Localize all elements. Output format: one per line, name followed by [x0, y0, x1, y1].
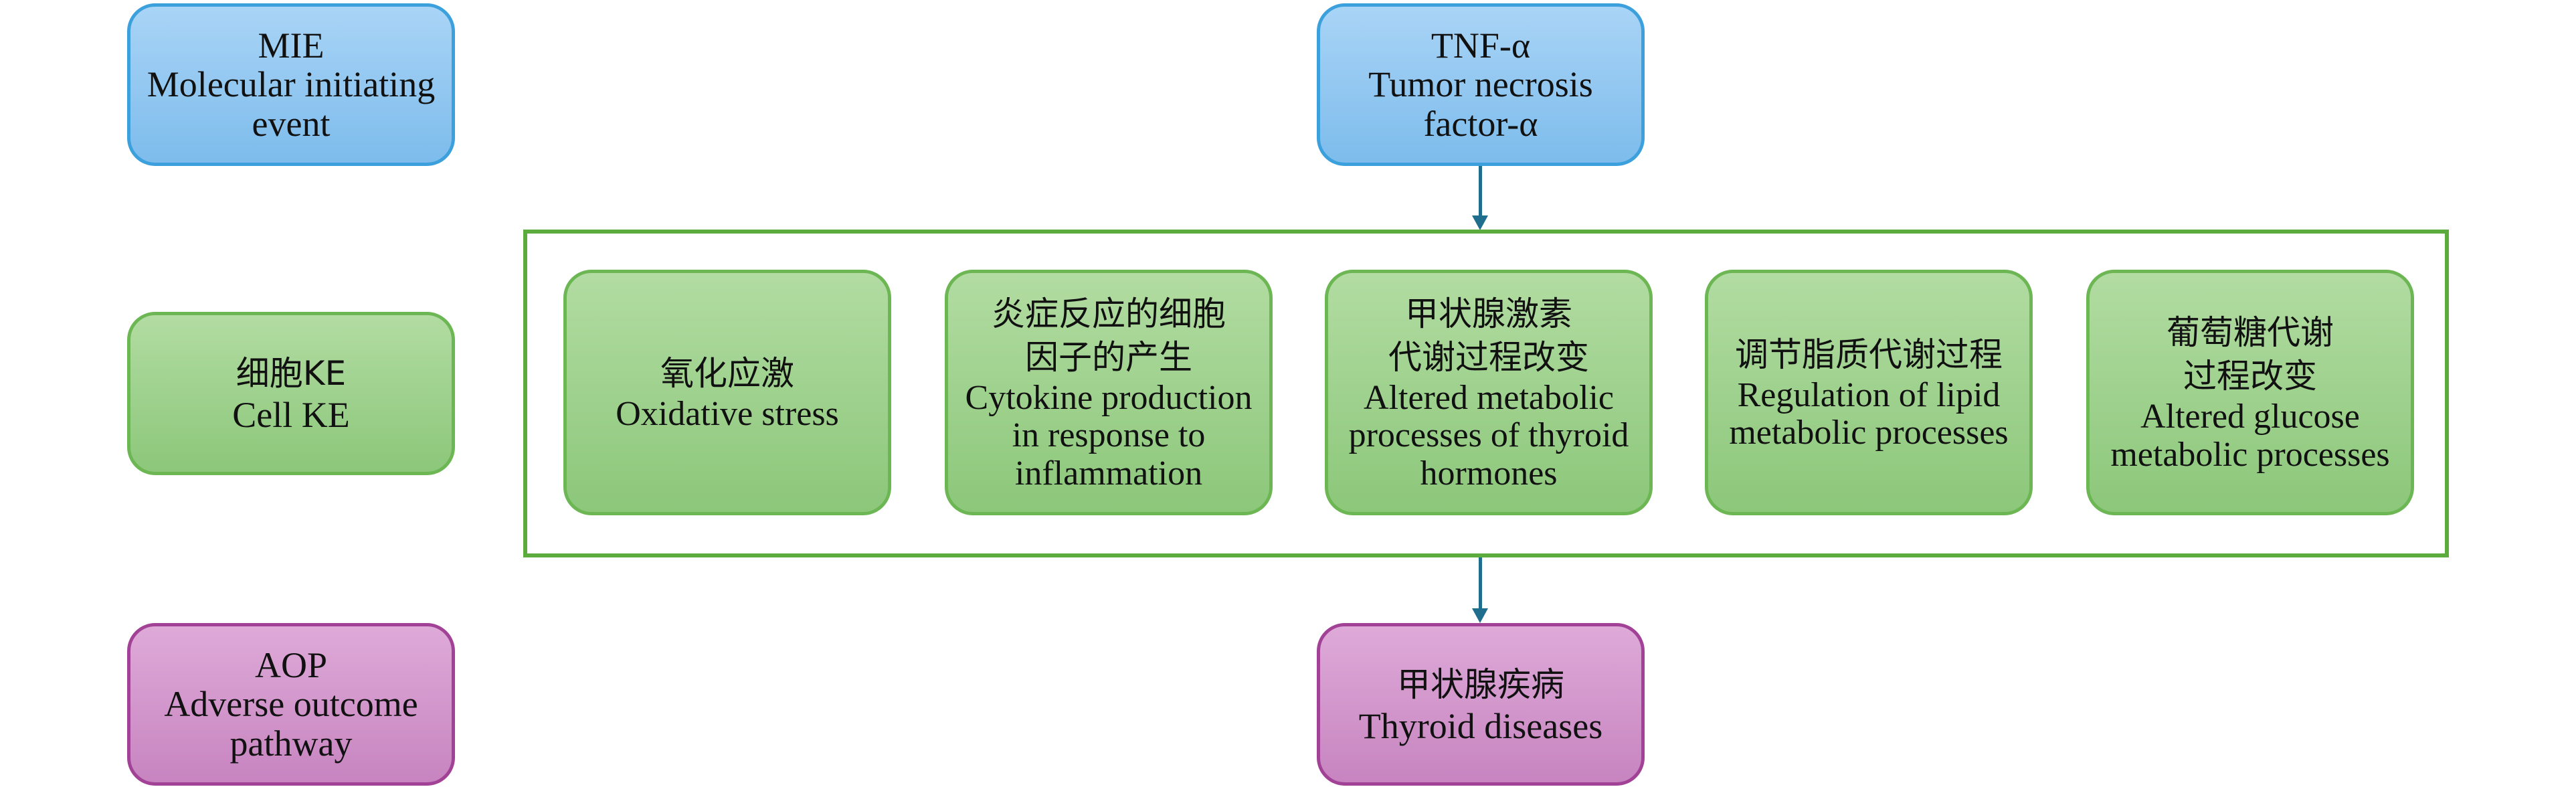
- mie-label-line2: Molecular initiating: [147, 64, 436, 105]
- key-event-thyroid-hormone-metabolism: 甲状腺激素 代谢过程改变 Altered metabolic processes…: [1325, 270, 1653, 515]
- key-events-frame: [523, 230, 2449, 557]
- key-event-cytokine-production: 炎症反应的细胞 因子的产生 Cytokine production in res…: [945, 270, 1273, 515]
- ke1-zh-1: 氧化应激: [660, 353, 794, 393]
- ke5-zh-2: 过程改变: [2183, 357, 2317, 396]
- mie-label-box: MIE Molecular initiating event: [127, 3, 455, 166]
- ke4-en-1: Regulation of lipid: [1737, 375, 2001, 414]
- arrow-mie-to-ke-shaft: [1479, 166, 1482, 217]
- tnf-alpha-node: TNF-α Tumor necrosis factor-α: [1317, 3, 1645, 166]
- tnf-alpha-line2: Tumor necrosis: [1368, 64, 1593, 105]
- ke5-en-1: Altered glucose: [2140, 398, 2360, 436]
- key-event-oxidative-stress: 氧化应激 Oxidative stress: [563, 270, 891, 515]
- ke3-zh-1: 甲状腺激素: [1405, 294, 1572, 334]
- ke3-zh-2: 代谢过程改变: [1388, 338, 1589, 377]
- ke1-en-1: Oxidative stress: [616, 394, 839, 433]
- aop-label-box: AOP Adverse outcome pathway: [127, 623, 455, 786]
- aop-label-line3: pathway: [229, 723, 353, 764]
- aop-label-line2: Adverse outcome: [164, 684, 418, 725]
- ke3-en-3: hormones: [1420, 454, 1558, 493]
- aop-label-abbrev: AOP: [254, 645, 328, 686]
- ke2-en-2: in response to: [1012, 416, 1206, 455]
- tnf-alpha-abbrev: TNF-α: [1431, 25, 1531, 66]
- mie-label-abbrev: MIE: [258, 25, 325, 66]
- arrow-mie-to-ke-head: [1472, 215, 1488, 230]
- ke4-zh-1: 调节脂质代谢过程: [1735, 335, 2003, 374]
- ke2-en-1: Cytokine production: [965, 379, 1253, 418]
- ke5-en-2: metabolic processes: [2110, 435, 2390, 474]
- ke2-zh-1: 炎症反应的细胞: [992, 294, 1226, 334]
- tnf-alpha-line3: factor-α: [1423, 103, 1538, 144]
- ke5-zh-1: 葡萄糖代谢: [2167, 313, 2334, 353]
- arrow-ke-to-aop-head: [1472, 608, 1488, 623]
- ke2-en-3: inflammation: [1014, 454, 1203, 493]
- arrow-ke-to-aop-shaft: [1479, 557, 1482, 610]
- ke3-en-2: processes of thyroid: [1348, 416, 1629, 455]
- ke2-zh-2: 因子的产生: [1025, 338, 1192, 377]
- thyroid-diseases-zh: 甲状腺疾病: [1397, 665, 1564, 704]
- mie-label-line3: event: [252, 103, 331, 144]
- cell-ke-label-zh: 细胞KE: [236, 354, 347, 393]
- thyroid-diseases-node: 甲状腺疾病 Thyroid diseases: [1317, 623, 1645, 786]
- ke3-en-1: Altered metabolic: [1364, 379, 1614, 418]
- cell-ke-label-box: 细胞KE Cell KE: [127, 312, 455, 475]
- ke4-en-2: metabolic processes: [1729, 414, 2009, 452]
- key-event-glucose-metabolism: 葡萄糖代谢 过程改变 Altered glucose metabolic pro…: [2086, 270, 2414, 515]
- thyroid-diseases-en: Thyroid diseases: [1358, 705, 1603, 746]
- cell-ke-label-en: Cell KE: [232, 395, 350, 436]
- key-event-lipid-metabolism: 调节脂质代谢过程 Regulation of lipid metabolic p…: [1705, 270, 2033, 515]
